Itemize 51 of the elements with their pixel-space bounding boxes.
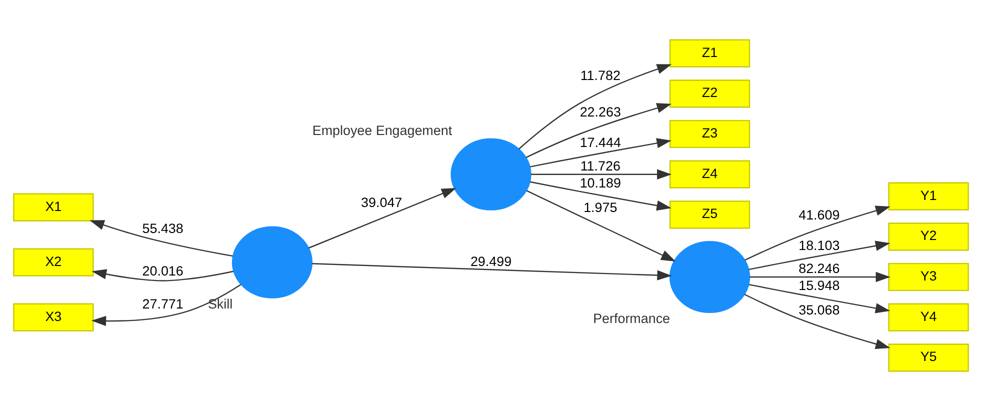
edge-label: 82.246 [798,260,840,276]
arrow [530,180,672,210]
edge-label: 20.016 [142,263,184,278]
edge-label: 18.103 [798,237,840,252]
arrow [530,168,672,179]
edge-label: 41.609 [798,206,840,222]
edge-label: 11.726 [580,158,620,173]
arrow [308,187,456,248]
node-box: Y4 [888,302,969,331]
node-box: Z2 [669,79,750,108]
node-box: Y5 [888,343,969,372]
edge-label: 35.068 [798,302,840,318]
edge-label: 29.499 [470,253,512,268]
arrow [91,284,242,326]
edge-label: 55.438 [142,220,184,236]
arrow [750,271,890,282]
arrow [312,262,672,280]
node-label: Skill [208,296,233,312]
edge-label: 11.782 [580,67,620,82]
arrow [530,138,672,167]
node-box: Y1 [888,182,969,210]
node-box: Z3 [669,119,750,148]
arrow [92,268,234,281]
edge-label: 39.047 [361,194,402,210]
edge-label: 17.444 [580,134,621,150]
node-box: Y3 [888,262,969,291]
arrow [744,293,890,348]
edge-label: 15.948 [798,278,840,293]
arrow [748,283,890,313]
arrow [744,205,890,260]
arrow [748,240,890,270]
node-box: Z4 [669,160,750,188]
arrow [518,64,672,149]
edge-label: 10.189 [580,175,621,190]
edge-label: 27.771 [142,296,184,312]
node-box: X1 [13,192,94,221]
node-ellipse [232,226,313,298]
node-box: Z1 [669,38,750,67]
node-label: Performance [593,310,670,326]
node-box: X3 [13,302,94,331]
edge-label: 22.263 [580,104,621,120]
node-ellipse [450,138,532,210]
node-box: Y2 [888,222,969,250]
node-label: Employee Engagement [312,122,452,138]
node-ellipse [669,240,750,313]
arrow [526,190,676,261]
arrow [526,102,672,158]
edge-label: 1.975 [584,199,618,214]
node-box: Z5 [669,200,750,228]
node-box: X2 [13,248,94,276]
arrow [90,220,234,256]
